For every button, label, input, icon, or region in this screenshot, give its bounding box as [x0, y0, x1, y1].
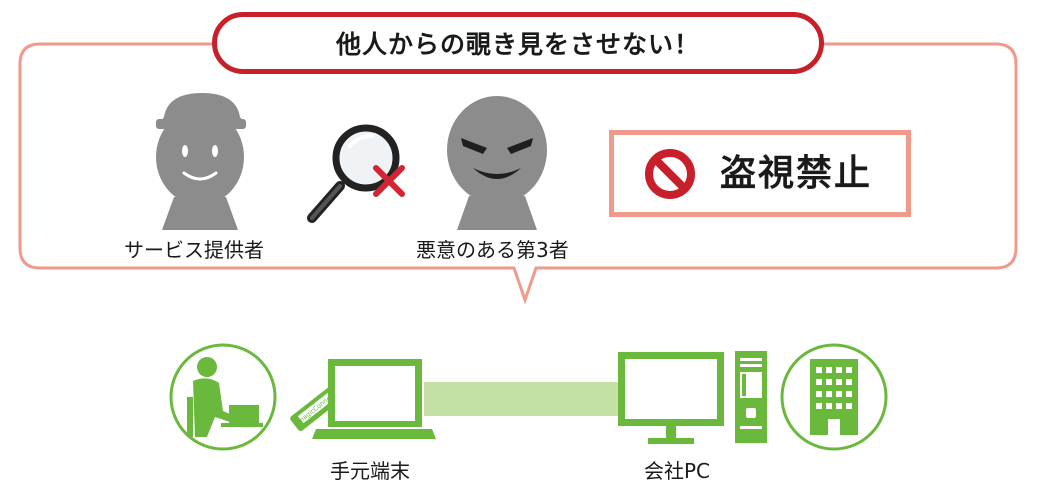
laptop-icon — [312, 359, 436, 439]
headline-text: 他人からの覗き見をさせない！ — [335, 30, 700, 59]
desktop-monitor-icon — [618, 352, 724, 444]
magnifier-icon — [307, 124, 405, 223]
person-silhouette-icon — [156, 93, 246, 230]
worker-at-laptop-icon — [169, 343, 277, 451]
headline-pill: 他人からの覗き見をさせない！ — [212, 12, 824, 74]
office-building-icon — [780, 343, 888, 451]
attacker-label: 悪意のある第3者 — [416, 238, 569, 262]
cross-icon — [373, 165, 405, 197]
office-pc-label: 会社PC — [644, 459, 711, 483]
local-device-label: 手元端末 — [330, 459, 410, 483]
masked-person-icon — [447, 96, 547, 230]
no-peeping-sign: 盗視禁止 — [609, 130, 911, 217]
pc-tower-icon — [735, 351, 767, 443]
connection-link — [424, 382, 618, 416]
prohibited-icon — [645, 149, 695, 199]
no-peeping-text: 盗視禁止 — [720, 153, 873, 194]
provider-label: サービス提供者 — [124, 238, 264, 262]
